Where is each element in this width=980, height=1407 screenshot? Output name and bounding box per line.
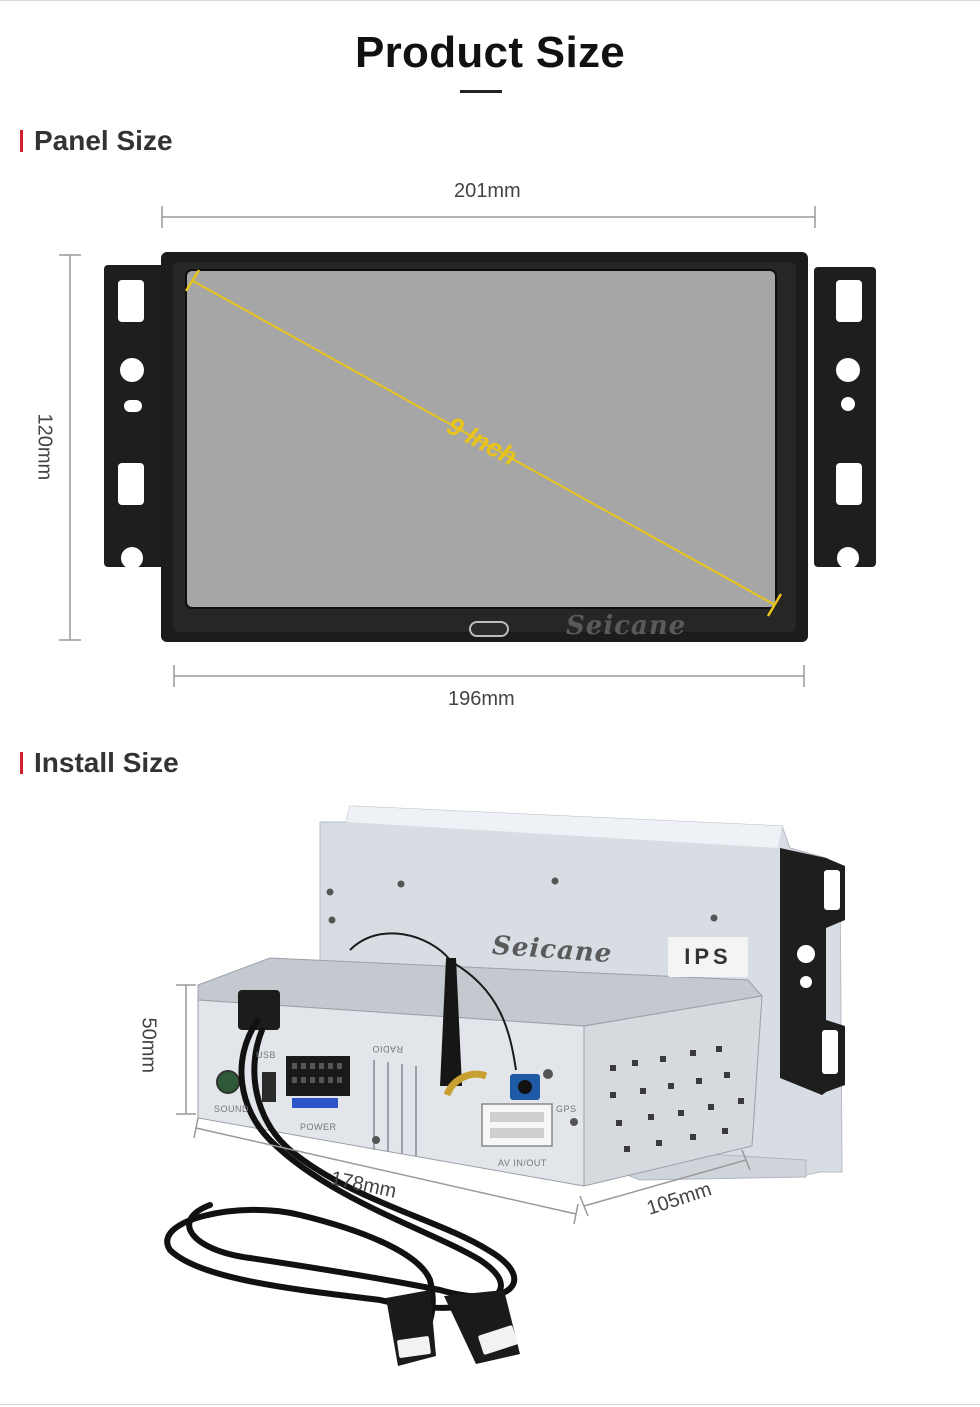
panel-height-label: 120mm: [33, 413, 56, 481]
ips-tag: IPS: [668, 937, 748, 977]
install-size-heading: Install Size: [20, 746, 179, 780]
accent-bar: [20, 752, 23, 774]
install-height-label: 50mm: [137, 1017, 160, 1074]
gps-port-label: GPS: [556, 1104, 577, 1114]
panel-frame: [104, 252, 876, 642]
panel-size-heading-label: Panel Size: [34, 125, 173, 156]
radio-port-label: RADIO: [372, 1044, 404, 1054]
usb-port-label: USB: [256, 1050, 277, 1060]
power-port-label: POWER: [300, 1122, 337, 1132]
install-size-heading-label: Install Size: [34, 747, 179, 778]
install-length-dimension: [193, 1117, 579, 1225]
panel-size-heading: Panel Size: [20, 124, 173, 158]
install-height-dimension: [176, 984, 196, 1115]
title-underline: [460, 90, 502, 93]
panel-width-bottom-label: 196mm: [448, 688, 515, 710]
accent-bar: [20, 130, 23, 152]
install-depth-dimension: [579, 1149, 751, 1217]
panel-height-dimension: [59, 254, 81, 641]
usb-plugs: [386, 1290, 520, 1366]
top-divider: [0, 0, 980, 1]
panel-brand-logo: Seicane: [566, 611, 687, 641]
panel-width-bottom-dimension: [173, 665, 805, 687]
radio-chassis: [197, 932, 763, 1187]
page-title: Product Size: [354, 28, 626, 77]
bottom-divider: [0, 1404, 980, 1405]
panel-width-top-label: 201mm: [454, 180, 521, 202]
av-port-label: AV IN/OUT: [498, 1158, 547, 1168]
panel-width-top-dimension: [161, 206, 816, 228]
sound-port-label: SOUND: [214, 1104, 250, 1114]
